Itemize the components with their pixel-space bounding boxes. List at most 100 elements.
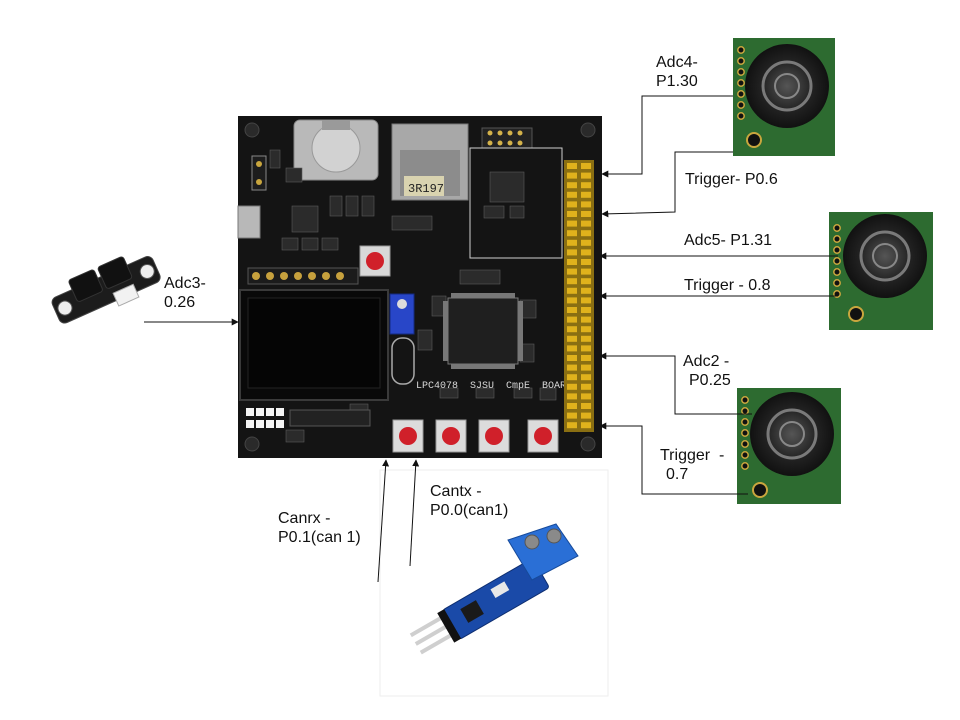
- usb-port: [237, 205, 261, 239]
- sensor-pin-hole: [833, 246, 841, 254]
- sensor-pin-hole: [737, 90, 745, 98]
- header-pin: [567, 316, 577, 323]
- header-pin: [581, 211, 591, 217]
- label-trigger-08-line1: Trigger - 0.8: [684, 277, 771, 294]
- label-trigger-07-line1: Trigger -: [660, 447, 725, 464]
- ultrasonic-sensor-adc5: [829, 212, 933, 330]
- sensor-pin-hole: [833, 224, 841, 232]
- user-button-2: [435, 419, 467, 453]
- connection-lines: [144, 95, 838, 583]
- label-cantx-line2: P0.0(can1): [430, 502, 509, 519]
- vin-jumper: [251, 155, 267, 191]
- header-pin: [567, 287, 577, 294]
- crystal: [391, 337, 415, 385]
- silk-outline: [469, 147, 563, 259]
- sensor-pin-hole: [833, 279, 841, 287]
- sensor-pin-hole: [741, 451, 749, 459]
- header-pin: [581, 383, 591, 390]
- sensor-pin-hole: [741, 396, 749, 404]
- header-pin: [567, 364, 577, 371]
- header-pin: [567, 393, 577, 400]
- label-adc4-line1: Adc4-: [656, 54, 698, 71]
- sensor-pin-hole: [833, 268, 841, 276]
- potentiometer: [389, 293, 415, 335]
- sensor-pin-hole: [833, 235, 841, 243]
- line-canrx: [377, 459, 390, 583]
- sd-card-label: 3R197: [408, 182, 444, 196]
- label-adc5: Adc5- P1.31: [684, 231, 772, 250]
- ultrasonic-sensor-adc2: [737, 388, 841, 504]
- label-trigger-08: Trigger - 0.8: [684, 276, 771, 295]
- sensor-pin-hole: [741, 407, 749, 415]
- can-terminal-block: [507, 523, 579, 581]
- header-pin: [581, 393, 591, 400]
- line-adc4: [601, 95, 733, 178]
- label-adc3-line1: Adc3-: [164, 275, 206, 292]
- header-pin: [567, 326, 577, 333]
- sensor-pin-hole: [741, 418, 749, 426]
- jtag-header: [481, 127, 533, 149]
- label-adc5-line1: Adc5- P1.31: [684, 232, 773, 249]
- line-trigger-07: [599, 422, 748, 495]
- header-pin: [567, 163, 577, 169]
- header-pin: [581, 374, 591, 381]
- sensor-pin-hole: [737, 112, 745, 120]
- header-pin: [581, 220, 591, 227]
- header-pin: [567, 268, 577, 275]
- label-adc2-line2: P0.25: [689, 372, 731, 389]
- label-adc3: Adc3- 0.26: [164, 274, 206, 312]
- can-transceiver-module: [379, 469, 609, 697]
- header-pin: [567, 335, 577, 342]
- board-silkscreen: LPC4078 SJSU CmpE BOARD: [416, 381, 572, 392]
- label-adc3-line2: 0.26: [164, 294, 196, 311]
- header-pin: [581, 345, 591, 352]
- label-adc2-line1: Adc2 -: [683, 353, 730, 370]
- header-pin: [567, 374, 577, 381]
- sensor-pin-hole: [741, 440, 749, 448]
- label-canrx: Canrx - P0.1(can 1): [278, 509, 361, 547]
- header-pin: [567, 249, 577, 256]
- header-pin: [581, 172, 591, 179]
- header-pin: [567, 345, 577, 352]
- gpio-pin-header: [564, 160, 594, 432]
- header-pin: [581, 163, 591, 169]
- header-pin: [581, 297, 591, 304]
- user-buttons: [392, 419, 559, 453]
- header-pin: [567, 201, 577, 208]
- coin-cell-holder: [293, 119, 379, 181]
- header-pin: [567, 403, 577, 409]
- header-pin: [581, 182, 591, 189]
- header-pin: [567, 230, 577, 237]
- user-button-3: [478, 419, 510, 453]
- user-button-4: [527, 419, 559, 453]
- lpc4078-mcu: [443, 293, 523, 369]
- lpc4078-board: 3R197: [237, 116, 602, 458]
- label-cantx-line1: Cantx -: [430, 483, 482, 500]
- header-pin: [581, 230, 591, 237]
- label-cantx: Cantx - P0.0(can1): [430, 482, 508, 520]
- header-pin: [581, 268, 591, 275]
- label-trigger-p06: Trigger- P0.6: [685, 170, 778, 189]
- sensor-pin-hole: [737, 79, 745, 87]
- header-pin: [581, 335, 591, 342]
- label-adc4-line2: P1.30: [656, 73, 698, 90]
- user-button-1: [392, 419, 424, 453]
- header-pin: [581, 364, 591, 371]
- sensor-pin-hole: [737, 101, 745, 109]
- ir-distance-sensor: [51, 256, 161, 324]
- header-pin: [581, 191, 591, 198]
- header-pin: [567, 383, 577, 390]
- header-pin: [567, 191, 577, 198]
- header-pin: [567, 278, 577, 285]
- header-pin: [581, 403, 591, 409]
- header-pin: [567, 422, 577, 429]
- label-trigger-p06-line1: Trigger- P0.6: [685, 171, 778, 188]
- label-canrx-line2: P0.1(can 1): [278, 529, 361, 546]
- header-pin: [581, 239, 591, 246]
- sensor-pin-hole: [737, 68, 745, 76]
- header-pin: [581, 307, 591, 313]
- ultrasonic-sensor-adc4: [733, 38, 835, 156]
- header-pin: [567, 355, 577, 361]
- sd-card-slot: 3R197: [391, 123, 469, 201]
- header-pin: [581, 287, 591, 294]
